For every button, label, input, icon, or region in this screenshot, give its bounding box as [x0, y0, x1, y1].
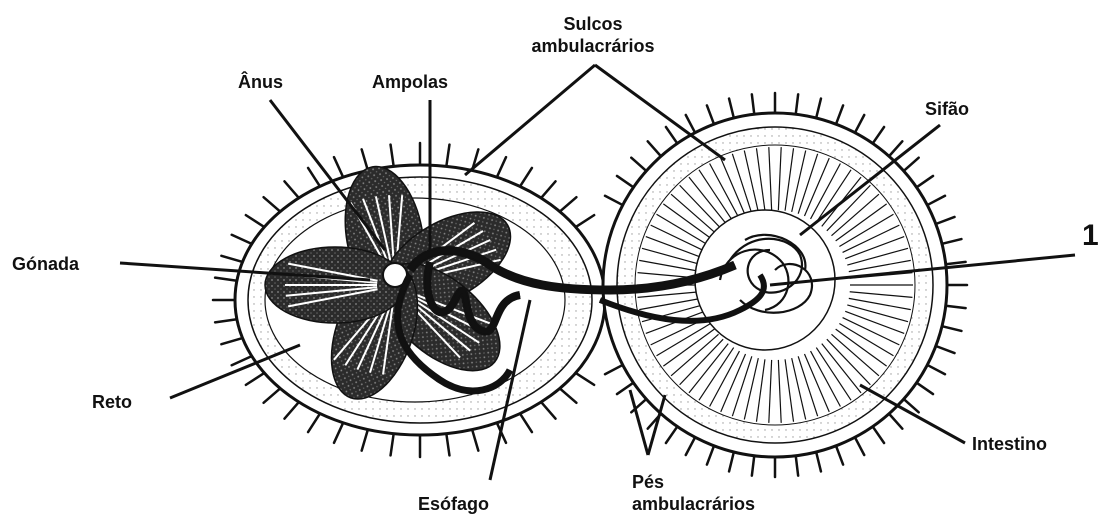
spine [560, 388, 577, 402]
spine [560, 197, 577, 211]
left-half-body [213, 143, 605, 457]
spine [308, 168, 320, 187]
label-sulcos-line2: ambulacrários [531, 36, 654, 56]
spine [942, 326, 961, 331]
label-sifao: Sifão [925, 99, 969, 119]
spine [707, 105, 714, 124]
spine [520, 168, 532, 187]
spine [215, 278, 237, 281]
spine [855, 437, 864, 455]
spine [873, 427, 884, 443]
spine [391, 434, 394, 456]
spine [873, 127, 884, 143]
label-reto: Reto [92, 392, 132, 412]
spine [904, 158, 919, 171]
leader-sulcos-right [595, 65, 725, 160]
label-pes-line1: Pés [632, 472, 664, 492]
spine [334, 423, 343, 443]
spine [576, 215, 595, 227]
spine [917, 176, 933, 187]
spine [936, 217, 955, 224]
spine [946, 306, 966, 308]
spine [472, 430, 478, 451]
label-esofago: Esófago [418, 494, 489, 514]
spine [666, 427, 677, 443]
spine [707, 446, 714, 465]
spine [605, 196, 623, 205]
spine [666, 127, 677, 143]
spine [605, 365, 623, 374]
spine [889, 141, 902, 156]
spine [917, 383, 933, 394]
label-intestino: Intestino [972, 434, 1047, 454]
spine [284, 181, 298, 198]
spine [752, 94, 754, 114]
spine [362, 430, 368, 451]
spine [264, 388, 281, 402]
spine [497, 157, 506, 177]
label-anus: Ânus [238, 71, 283, 92]
spine [541, 402, 555, 419]
spine [936, 346, 955, 353]
spine [942, 239, 961, 244]
spine [686, 115, 695, 133]
spine [215, 319, 237, 322]
spine [221, 256, 242, 262]
leader-sulcos-left [465, 65, 595, 175]
spine [816, 99, 821, 118]
spine [232, 356, 252, 365]
spine [752, 456, 754, 476]
spine [334, 157, 343, 177]
label-gonada: Gónada [12, 254, 80, 274]
spine [729, 452, 734, 471]
spine [816, 452, 821, 471]
spine [889, 414, 902, 429]
spine [648, 141, 661, 156]
label-ampolas: Ampolas [372, 72, 448, 92]
spine [686, 437, 695, 455]
spine [520, 414, 532, 433]
label-number-1: 1 [1082, 219, 1099, 252]
spine [284, 402, 298, 419]
spine [446, 145, 449, 167]
spine [308, 414, 320, 433]
spine [541, 181, 555, 198]
spine [836, 446, 843, 465]
spine [796, 94, 798, 114]
spine [796, 456, 798, 476]
spine [232, 235, 252, 244]
spine [836, 105, 843, 124]
spine [855, 115, 864, 133]
spine [576, 373, 595, 385]
label-pes-line2: ambulacrários [632, 494, 755, 514]
spine [446, 434, 449, 456]
spine [617, 176, 633, 187]
spine [391, 145, 394, 167]
spine [946, 262, 966, 264]
spine [246, 373, 265, 385]
spine [927, 365, 945, 374]
spine [221, 338, 242, 344]
label-sulcos-line1: Sulcos [563, 14, 622, 34]
spine [631, 158, 646, 171]
spine [246, 215, 265, 227]
spine [362, 149, 368, 170]
spine [264, 197, 281, 211]
spine [729, 99, 734, 118]
spine [927, 196, 945, 205]
